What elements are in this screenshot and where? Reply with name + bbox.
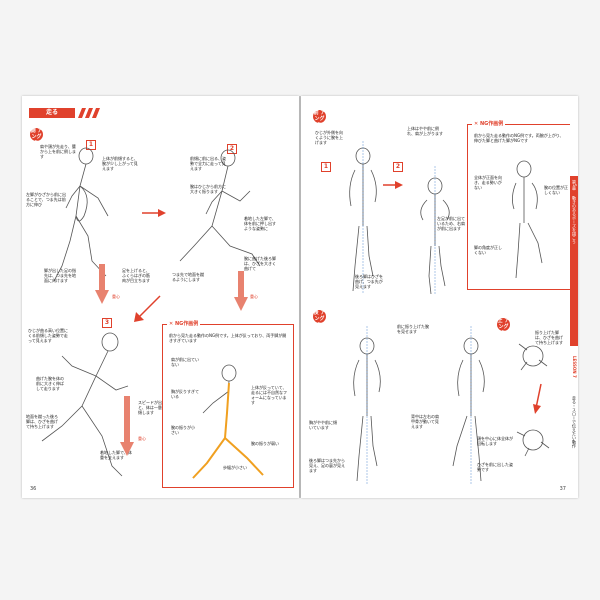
arrow-label: 重心 — [112, 294, 120, 299]
back-running-figure-1 — [353, 326, 381, 484]
caption: 腕はひじから前方に大きく振ります — [190, 184, 226, 194]
chapter-title: 動きのあるポーズを描こう — [572, 196, 577, 244]
front-running-figure-2 — [420, 166, 450, 295]
caption: 前に振り上げた腕を見せます — [397, 324, 429, 334]
caption: 上体はやや前に倒れ、肩が上がります — [407, 126, 444, 136]
lesson-title: 走る・スローで伝えたい動作 — [572, 396, 577, 448]
arrow-label: 重心 — [138, 436, 146, 441]
running-figure-3 — [41, 332, 129, 477]
ng-example-box: ✕ NG作画例 前から見た走る動作のNG例です。上体が反っており、両手脚が開きす… — [162, 320, 294, 488]
step-number-2: 2 — [393, 162, 403, 172]
caption: スピードが出ると、体は一層前傾します — [138, 400, 166, 415]
ng-front-figure — [512, 160, 543, 279]
caption: 後ろ脚はひざを曲げ、つま先が見えます — [355, 274, 383, 289]
next-arrow-diagonal — [134, 295, 161, 322]
front-angle-badge: 前 アングル — [313, 110, 326, 128]
ng-note: 歩幅が小さい — [223, 465, 247, 470]
ng-note: 腕の位置が正しくない — [544, 185, 568, 195]
caption: 胸がやや前に傾いています — [309, 420, 337, 430]
caption: 頭を中心に体全体が回転します — [477, 436, 513, 446]
next-arrow — [383, 181, 403, 189]
ng-note: 腕の振りが弱い — [251, 441, 279, 446]
ng-description: 前から見た走る動作のNG例です。両腕が上がり、伸びた脚と曲げた脚がNGです — [474, 133, 564, 143]
caption: つま先で地面を蹴るようにします — [172, 272, 204, 282]
ng-note: 上体が反っていて、走るには不自然なフォームになっています — [251, 385, 287, 405]
section-title: 走る — [29, 108, 75, 118]
ng-label: ✕ NG作画例 — [472, 120, 506, 127]
caption: 腕に曲げた後ろ脚は、ひざを大きく曲げて — [244, 256, 276, 271]
caption: 肩や頭が先走り、腰から上を前に倒します — [40, 144, 76, 159]
caption: 足を上げると、ふくらはぎの筋肉が目立ちます — [122, 268, 150, 283]
ng-note: 胸が反りすぎている — [171, 389, 199, 399]
step-number-3: 3 — [102, 318, 112, 328]
ng-note: 腕の振りが小さい — [171, 425, 195, 435]
ng-example-box: ✕ NG作画例 前から見た走る動作のNG例です。両腕が上がり、伸びた脚と曲げた脚… — [467, 120, 573, 290]
top-view-figure-2 — [516, 429, 550, 457]
ng-label: ✕ NG作画例 — [167, 320, 201, 327]
side-angle-badge: 側 アングル — [30, 128, 43, 146]
left-page: 走る 側 アングル 1 肩や頭が先走り、腰から上を前に倒します 上体が前傾すると… — [22, 96, 299, 498]
ng-description: 前から見た走る動作のNG例です。上体が反っており、両手脚が開きすぎています — [169, 333, 287, 343]
arrow-label: 重心 — [250, 294, 258, 299]
title-stripes — [78, 108, 100, 118]
caption: 左脚がひざから前に出ることで、つま先は前方に伸び — [26, 192, 66, 207]
side-tab-bar: 第5章 動きのあるポーズを描こう — [570, 176, 578, 346]
page-number: 37 — [559, 486, 566, 492]
right-page: 前 アングル 1 ひじが外側を向くように腕を上げます 後ろ脚はひざを曲げ、つま先… — [301, 96, 578, 498]
caption: 地面を蹴った後ろ脚は、ひざを曲げて持ち上げます — [26, 414, 58, 429]
top-view-figure-1 — [518, 343, 548, 371]
down-arrow — [533, 383, 542, 414]
caption: 後ろ脚はつま先から見え、足の裏が見えます — [309, 458, 345, 473]
caption: 脚が出した足の指先は、つま先を地面に向けます — [44, 268, 76, 283]
caption: 上体が前傾すると、腕が少し上がって見えます — [102, 156, 138, 171]
step-number-2: 2 — [227, 144, 237, 154]
gravity-arrow-down — [95, 264, 109, 304]
gravity-arrow-down — [234, 271, 248, 311]
ng-label-text: NG作画例 — [479, 121, 504, 127]
ng-running-figure — [192, 364, 264, 479]
gravity-arrow-down — [120, 396, 134, 456]
ng-label-text: NG作画例 — [174, 321, 199, 327]
caption: 着地した脚で、体重を支えます — [100, 450, 132, 460]
step-number-1: 1 — [86, 140, 96, 150]
back-running-figure-2 — [452, 326, 485, 484]
caption: ひざを前に出した姿勢です — [477, 462, 513, 472]
book-spine — [299, 96, 301, 498]
caption: 前傾に前に出る、姿勢で全力に走って見えます — [190, 156, 226, 171]
next-arrow — [142, 209, 166, 217]
caption: ひじが外側を向くように腕を上げます — [315, 130, 343, 145]
caption: 背中は左右の肩甲骨が動いて見えます — [411, 414, 439, 429]
caption: 着地した左脚で、体を前に押し出すような姿勢に — [244, 216, 276, 231]
lesson-label: LESSON 7 — [572, 356, 577, 378]
caption: 振り上げた脚は、ひざを曲げて持ち上げます — [535, 330, 563, 345]
back-angle-badge: 後 アングル — [313, 310, 326, 328]
front-running-figure-1 — [349, 141, 377, 294]
caption: 左足が前に出ているため、右肩が前に出ます — [437, 216, 465, 231]
chapter-label: 第5章 — [572, 180, 577, 191]
ng-note: 肩が前に出ていない — [171, 357, 199, 367]
chapter-side-tab: 第5章 動きのあるポーズを描こう LESSON 7 走る・スローで伝えたい動作 — [570, 96, 578, 498]
top-angle-badge: 上 アングル — [497, 318, 510, 336]
caption: 曲げた腕を体の前に大きく伸ばして走ります — [36, 376, 64, 391]
step-number-1: 1 — [321, 162, 331, 172]
ng-note: 全体が正面を向き、走る勢いがない — [474, 175, 502, 190]
page-number: 36 — [30, 486, 37, 492]
running-figure-2 — [179, 149, 261, 267]
caption: ひじが曲る高い位置にくる前傾した姿勢で走って見えます — [28, 328, 68, 343]
ng-note: 脚の角度が正しくない — [474, 245, 502, 255]
